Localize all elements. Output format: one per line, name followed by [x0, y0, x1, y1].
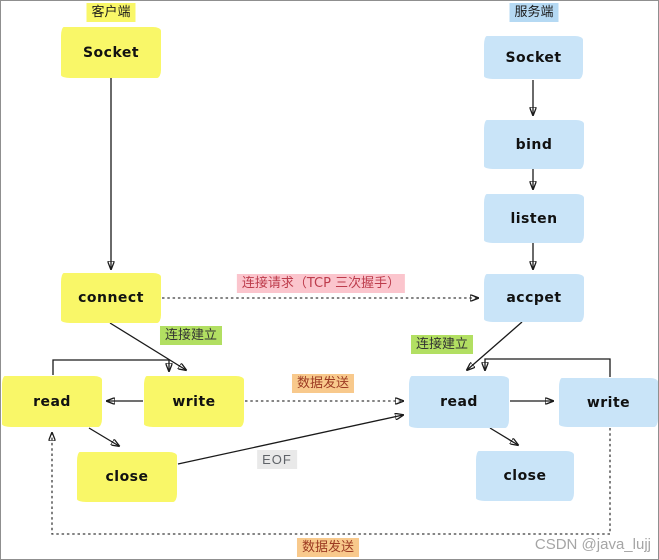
client-close-label: close [105, 469, 149, 485]
server-bind-node: bind [484, 120, 584, 169]
server-read-label: read [440, 394, 478, 410]
server-accept-node: accpet [484, 274, 584, 322]
label-connection-established-client: 连接建立 [159, 326, 223, 345]
server-bind-label: bind [515, 136, 553, 153]
server-socket-label: Socket [505, 49, 562, 66]
client-connect-label: connect [78, 290, 144, 306]
arrow-client-read-to-write [52, 359, 169, 375]
arrow-client-read-to-close [88, 427, 119, 446]
client-header: 客户端 [86, 3, 136, 22]
server-listen-label: listen [510, 210, 558, 227]
server-listen-node: listen [484, 194, 584, 243]
client-write-label: write [172, 393, 216, 410]
client-socket-node: Socket [61, 27, 161, 78]
client-write-node: write [144, 376, 244, 427]
arrow-server-accept-to-read [467, 321, 523, 370]
server-write-label: write [586, 394, 631, 411]
server-read-node: read [409, 376, 509, 428]
arrow-server-read-to-close [489, 427, 518, 445]
server-socket-node: Socket [484, 36, 583, 79]
arrow-server-write-to-read [485, 358, 611, 377]
client-read-label: read [33, 393, 71, 410]
label-data-send-middle: 数据发送 [291, 374, 355, 393]
server-close-node: close [476, 451, 574, 501]
label-connection-established-server: 连接建立 [410, 335, 474, 354]
client-read-node: read [2, 376, 102, 427]
csdn-watermark: CSDN @java_lujj [534, 536, 651, 553]
client-close-node: close [77, 452, 177, 502]
label-data-send-bottom: 数据发送 [296, 538, 360, 557]
label-connection-request: 连接请求（TCP 三次握手） [236, 274, 406, 293]
label-eof: EOF [257, 450, 297, 469]
server-accept-label: accpet [506, 290, 562, 306]
server-close-label: close [503, 468, 547, 484]
client-connect-node: connect [61, 273, 161, 323]
server-header: 服务端 [509, 3, 559, 22]
client-socket-label: Socket [82, 44, 140, 61]
server-write-node: write [559, 378, 658, 427]
